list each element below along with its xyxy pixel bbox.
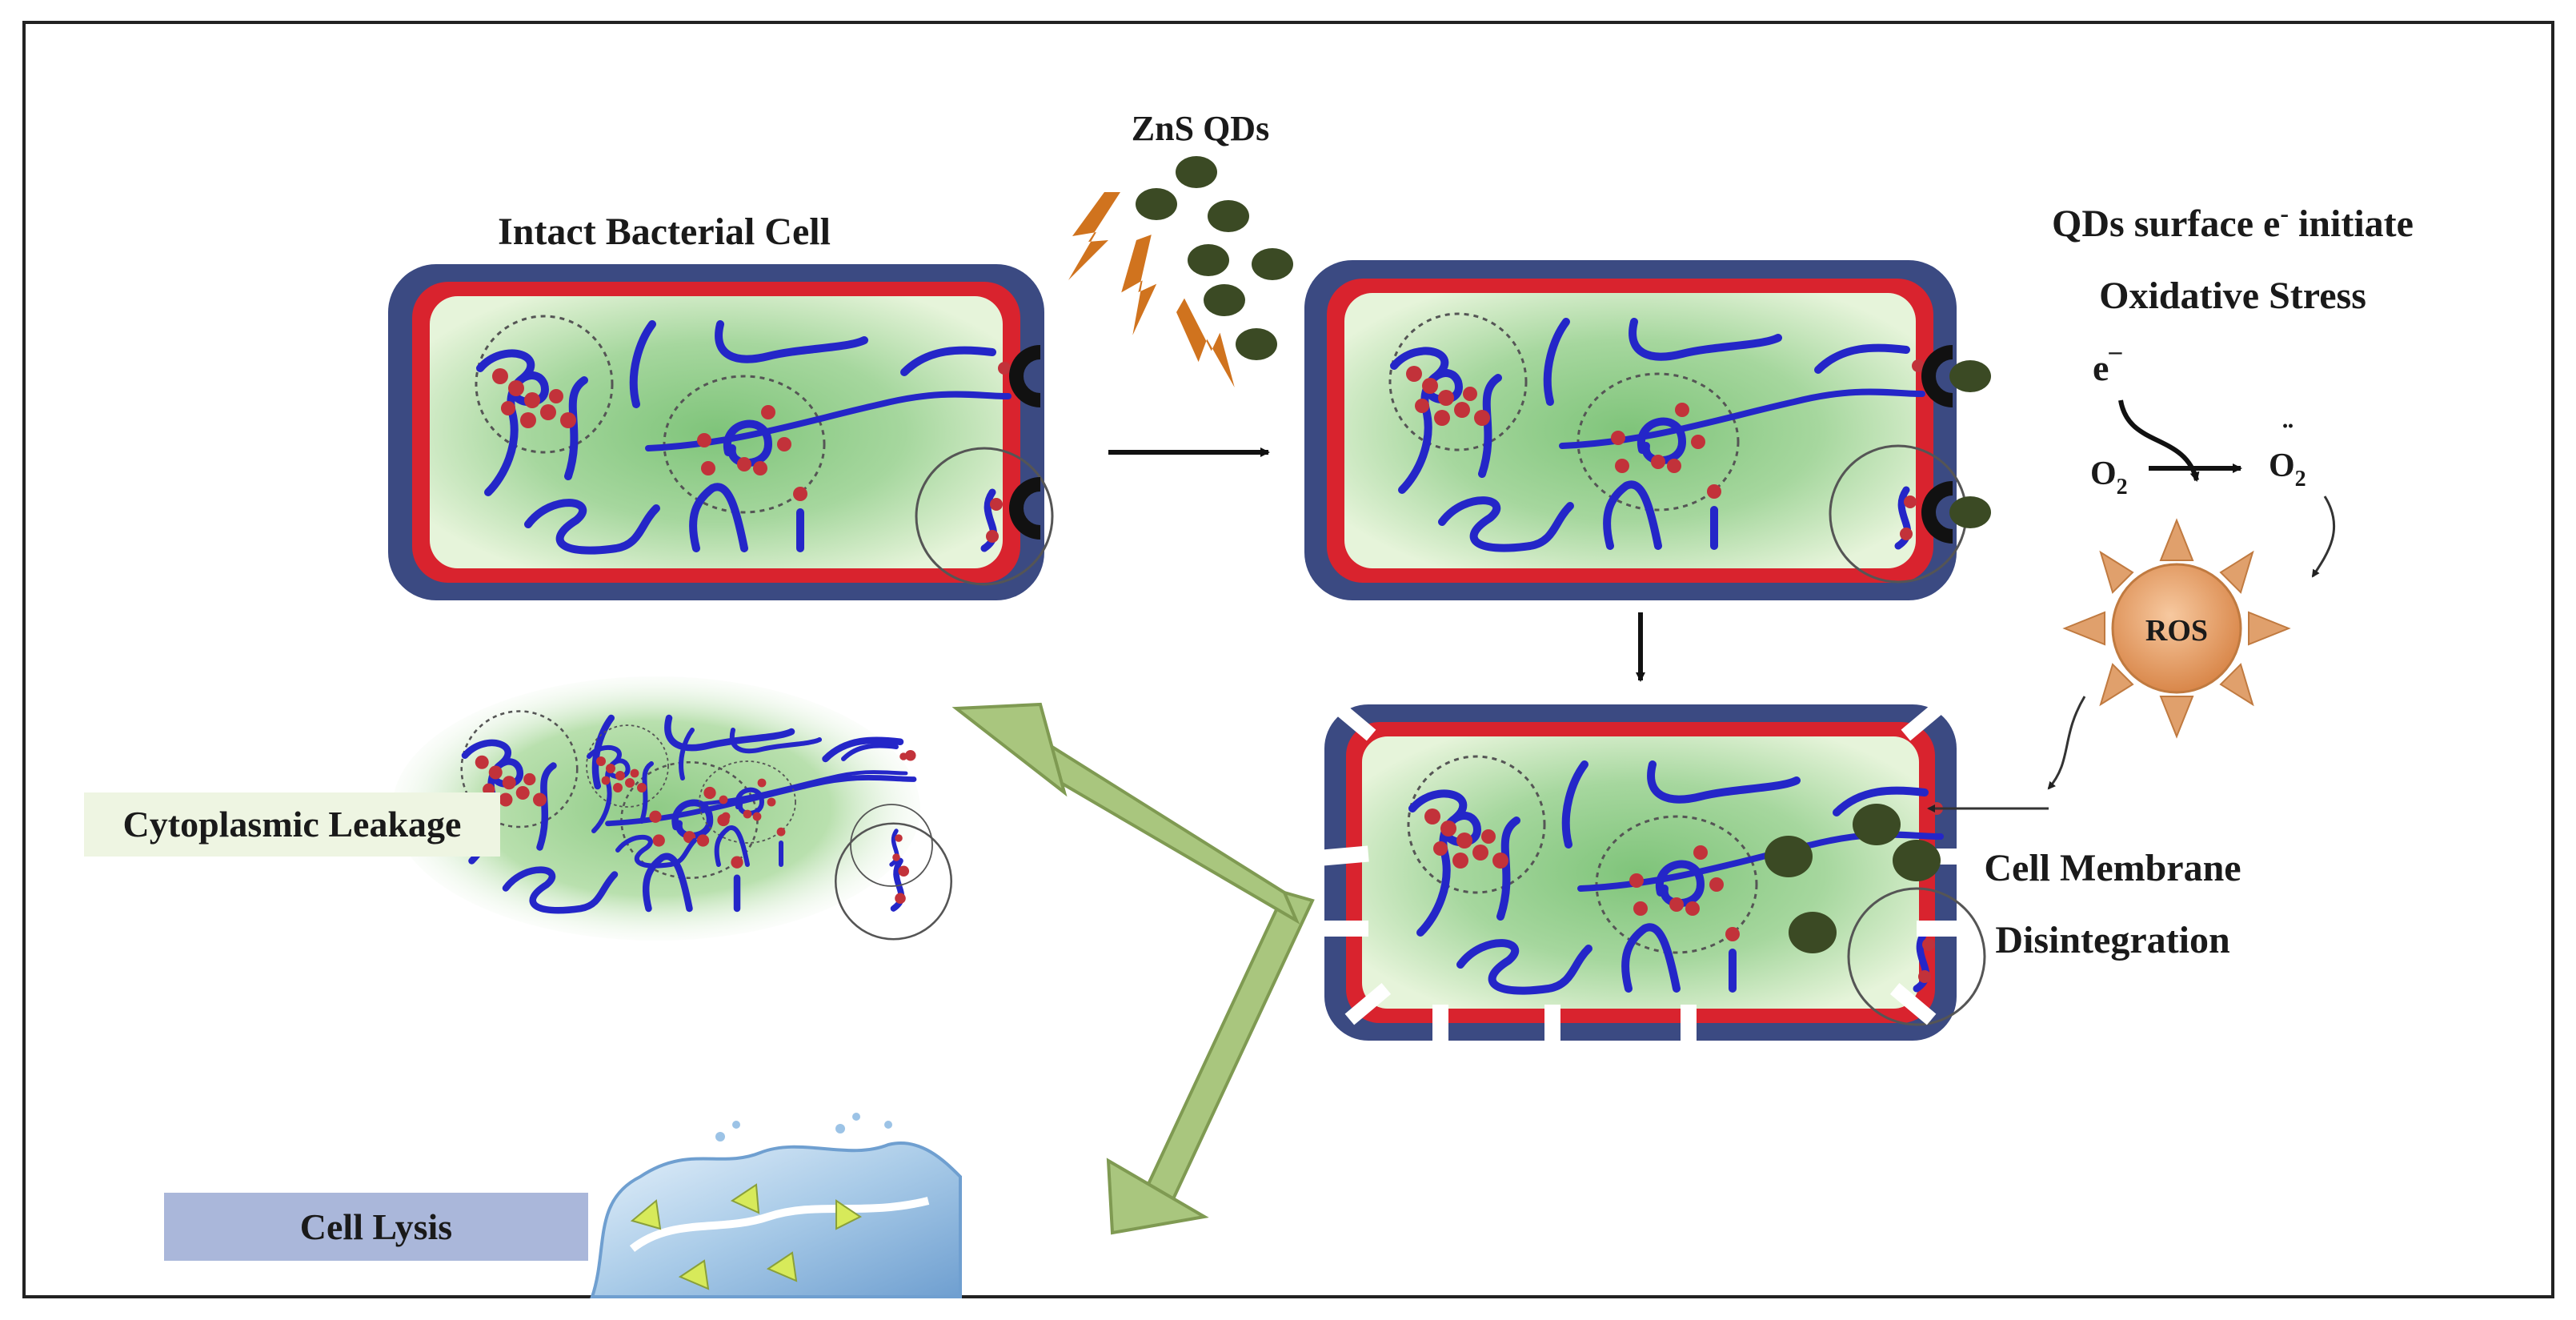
oxidative-stress-label: Oxidative Stress [2099, 275, 2366, 317]
cell-lysis-label: Cell Lysis [300, 1206, 452, 1247]
cell-membrane-label: Cell Membrane [1984, 847, 2241, 889]
ros-burst: ROS [2062, 518, 2291, 739]
cell-lysis-label-bg [164, 1193, 588, 1261]
qd-surface-label: QDs surface e- initiate [2052, 199, 2414, 245]
intact-cell-label: Intact Bacterial Cell [498, 211, 831, 253]
superoxide-product: O2 [2269, 447, 2306, 491]
electron-transfer-scheme: e– O2 O2 ¨ [2090, 336, 2336, 578]
cytoplasmic-leakage-illustration [392, 676, 951, 941]
zns-qds-label: ZnS QDs [1132, 109, 1269, 148]
cytoplasmic-leakage-label: Cytoplasmic Leakage [123, 804, 462, 845]
ros-to-membrane-arrow [2047, 696, 2086, 790]
o2-reactant: O2 [2090, 455, 2128, 500]
qd-bound-bacterial-cell [1304, 260, 1991, 600]
cell-lysis-illustration [590, 1113, 962, 1298]
cytoplasmic-leakage-label-bg [84, 792, 500, 857]
radical-dots: ¨ [2282, 418, 2294, 455]
outcome-branch-arrow [951, 702, 1315, 1235]
ros-label: ROS [2145, 614, 2208, 648]
disintegration-label: Disintegration [1995, 919, 2229, 961]
svg-text:e–: e– [2093, 336, 2122, 388]
electron-symbol: e [2093, 347, 2109, 388]
zns-qd-cluster [1136, 156, 1293, 360]
intact-bacterial-cell [388, 264, 1052, 600]
damaged-bacterial-cell [1312, 699, 1985, 1053]
